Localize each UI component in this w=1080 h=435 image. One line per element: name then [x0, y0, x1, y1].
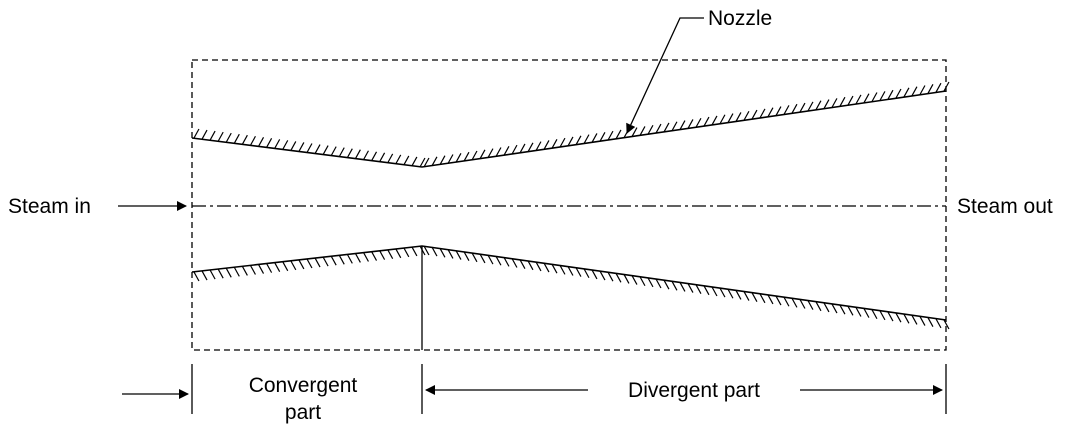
lower-wall-hatching	[193, 245, 950, 330]
divergent-label: Divergent part	[628, 379, 760, 402]
nozzle-label: Nozzle	[708, 7, 772, 30]
convergent-label-line1: Convergent	[249, 374, 358, 397]
upper-wall-hatching	[193, 81, 950, 168]
steam-out-label: Steam out	[957, 195, 1053, 218]
convergent-label-line2: part	[285, 401, 321, 424]
steam-in-label: Steam in	[8, 195, 91, 218]
lower-nozzle-wall	[191, 245, 947, 321]
upper-nozzle-wall	[191, 90, 947, 168]
nozzle-leader-line	[626, 17, 704, 134]
nozzle-boundary-box	[191, 59, 947, 351]
